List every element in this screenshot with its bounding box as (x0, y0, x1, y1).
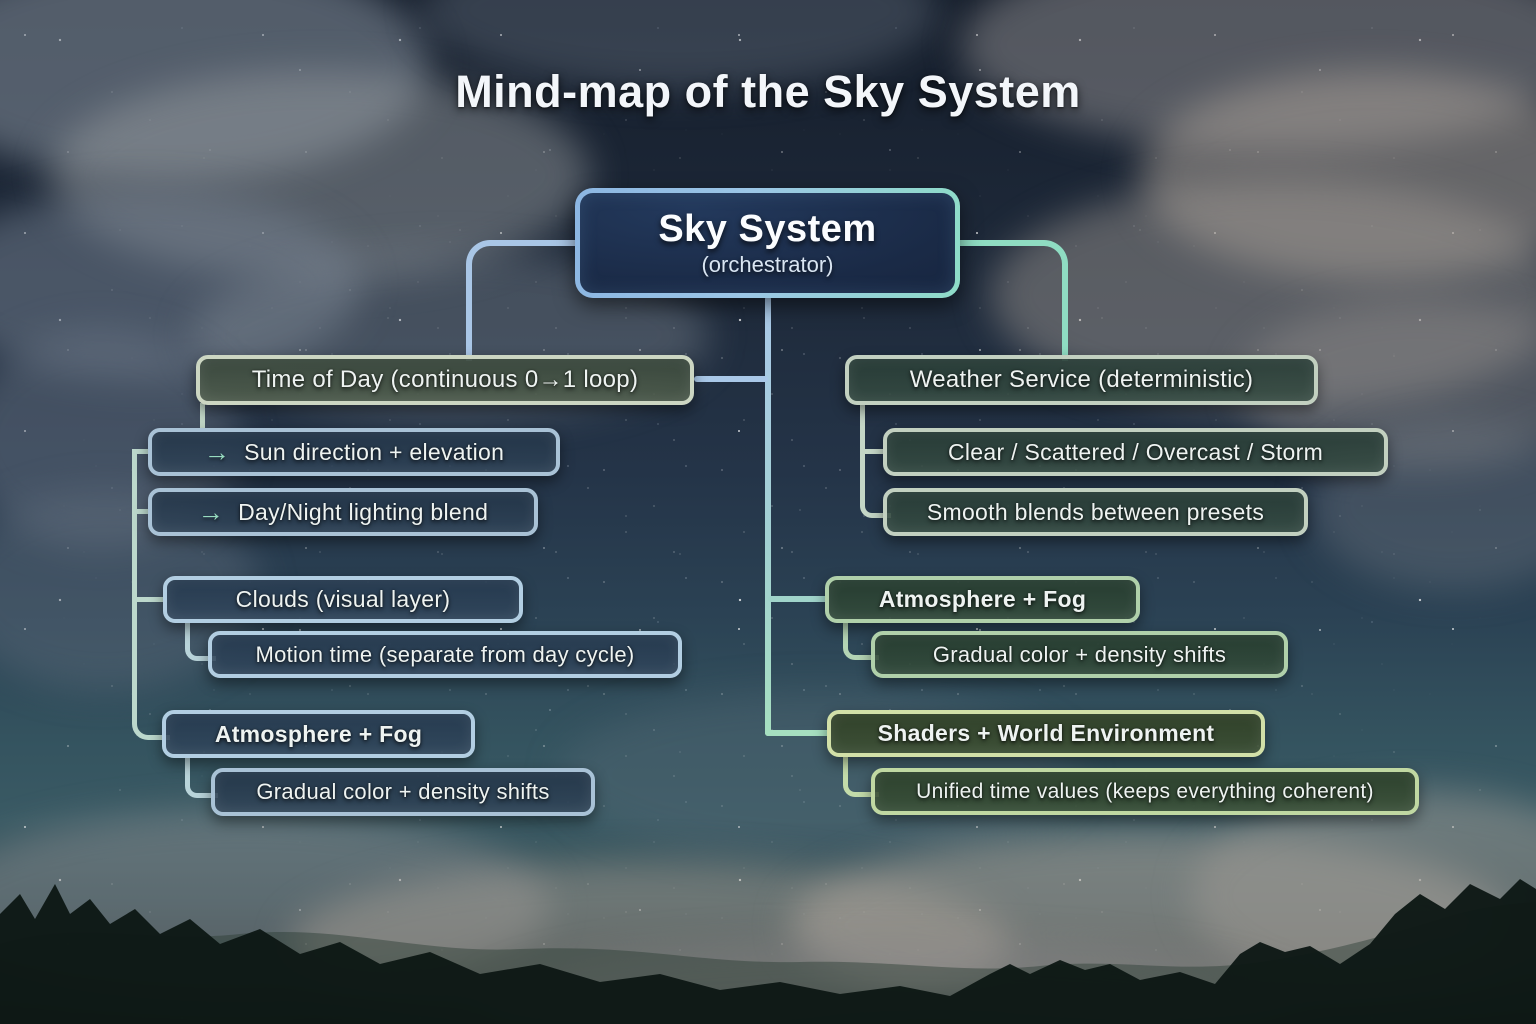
node-atmosphere-fog-left-label: Atmosphere + Fog (214, 720, 423, 747)
node-weather-presets-label: Clear / Scattered / Overcast / Storm (947, 438, 1324, 465)
node-atmosphere-fog-right: Atmosphere + Fog (825, 576, 1140, 623)
node-day-night-blend-label: Day/Night lighting blend (238, 498, 489, 525)
connector-time-of-day-to-spine (694, 376, 768, 382)
node-gradual-shifts-left: Gradual color + density shifts (211, 768, 595, 816)
connector-spine-to-atmosphere-right (768, 596, 828, 602)
node-shaders-world-env: Shaders + World Environment (827, 710, 1265, 757)
treeline-silhouette (0, 879, 1536, 1024)
node-motion-time-label: Motion time (separate from day cycle) (255, 641, 635, 667)
connector-rail-to-sun (134, 449, 151, 454)
node-atmosphere-fog-right-label: Atmosphere + Fog (878, 586, 1087, 612)
rail-weather-children (860, 403, 891, 518)
connector-spine-to-shaders (765, 730, 831, 736)
connector-time-of-day-to-children (200, 403, 205, 430)
connector-clouds-to-motion (185, 621, 216, 661)
node-sky-system-title: Sky System (658, 208, 877, 251)
node-time-of-day-label: Time of Day (continuous 0→1 loop) (251, 366, 639, 393)
connector-central-spine (765, 296, 771, 736)
connector-rail-to-daynight (134, 509, 151, 514)
node-gradual-shifts-right: Gradual color + density shifts (871, 631, 1288, 678)
connector-root-to-time-of-day (466, 240, 581, 361)
node-shaders-world-env-label: Shaders + World Environment (877, 720, 1215, 746)
node-weather-presets: Clear / Scattered / Overcast / Storm (883, 428, 1388, 476)
node-time-of-day: Time of Day (continuous 0→1 loop) (196, 355, 694, 405)
connector-atmosphere-right-to-gradual (843, 620, 879, 660)
node-atmosphere-fog-left: Atmosphere + Fog (162, 710, 475, 758)
node-day-night-blend: → Day/Night lighting blend (148, 488, 538, 536)
node-clouds-label: Clouds (visual layer) (235, 586, 451, 612)
connector-shaders-to-unified (843, 755, 879, 797)
rail-left-branch (132, 449, 170, 740)
node-weather-service-label: Weather Service (deterministic) (909, 366, 1254, 393)
node-sky-system-body: Sky System (orchestrator) (580, 193, 955, 293)
node-clouds: Clouds (visual layer) (163, 576, 523, 623)
node-weather-service: Weather Service (deterministic) (845, 355, 1318, 405)
connector-rail-to-presets (862, 449, 885, 454)
node-smooth-blends: Smooth blends between presets (883, 488, 1308, 536)
arrow-icon: → (203, 436, 231, 467)
node-unified-time-values-label: Unified time values (keeps everything co… (916, 779, 1374, 803)
connector-atmosphere-left-to-gradual (185, 756, 218, 798)
arrow-icon: → (197, 496, 225, 527)
node-smooth-blends-label: Smooth blends between presets (926, 498, 1265, 525)
connector-rail-to-clouds (134, 597, 166, 602)
node-sun-direction: → Sun direction + elevation (148, 428, 560, 476)
node-sky-system-subtitle: (orchestrator) (701, 251, 834, 277)
node-sun-direction-label: Sun direction + elevation (244, 438, 505, 465)
page-title: Mind-map of the Sky System (455, 66, 1081, 117)
node-sky-system: Sky System (orchestrator) (575, 188, 960, 298)
node-motion-time: Motion time (separate from day cycle) (208, 631, 682, 678)
node-unified-time-values: Unified time values (keeps everything co… (871, 768, 1419, 815)
node-gradual-shifts-right-label: Gradual color + density shifts (932, 641, 1227, 667)
node-gradual-shifts-left-label: Gradual color + density shifts (256, 779, 550, 804)
connector-root-to-weather (960, 240, 1068, 361)
